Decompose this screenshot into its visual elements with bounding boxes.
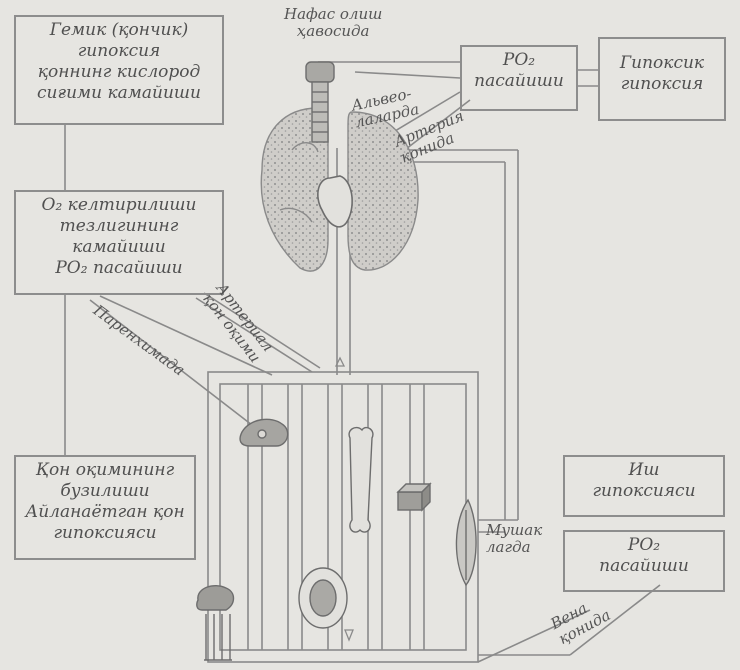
circ-line-4: гипоксияси [20, 523, 190, 544]
muscle-label-line-2: лагда [486, 539, 542, 556]
air-label-line-2: ҳавосида [284, 23, 382, 40]
circulatory-hypoxia-box: Қон оқимининг бузилиши Айланаётган қон г… [14, 455, 196, 560]
po2-top-line-2: пасайиши [466, 71, 572, 92]
po2-bottom-line-2: пасайиши [569, 556, 719, 577]
o2-line-2: тезлигининг [20, 216, 218, 237]
air-label-line-1: Нафас олиш [284, 6, 382, 23]
muscle-icon [456, 500, 476, 585]
circ-line-3: Айланаётган қон [20, 502, 190, 523]
hypoxic-hypoxia-box: Гипоксик гипоксия [598, 37, 726, 121]
o2-line-1: O₂ келтирилиши [20, 195, 218, 216]
hypoxic-line-1: Гипоксик [604, 53, 720, 74]
po2-bottom-line-1: PO₂ [569, 535, 719, 556]
o2-line-3: камайиши [20, 237, 218, 258]
cube-icon [398, 484, 430, 510]
intestine-icon [197, 586, 234, 660]
tissue-hypoxia-box: Иш гипоксияси [563, 455, 725, 517]
hemic-line-1: Гемик (қончик) [20, 20, 218, 41]
air-label: Нафас олиш ҳавосида [284, 6, 382, 40]
hemic-line-2: гипоксия [20, 41, 218, 62]
hemic-hypoxia-box: Гемик (қончик) гипоксия қоннинг кислород… [14, 15, 224, 125]
hemic-line-3: қоннинг кислород [20, 62, 218, 83]
o2-line-4: PO₂ пасайиши [20, 258, 218, 279]
po2-top-box: PO₂ пасайиши [460, 45, 578, 111]
muscle-label: Мушак лагда [486, 522, 542, 556]
po2-top-line-1: PO₂ [466, 50, 572, 71]
o2-delivery-box: O₂ келтирилиши тезлигининг камайиши PO₂ … [14, 190, 224, 295]
po2-bottom-box: PO₂ пасайиши [563, 530, 725, 592]
tissue-line-2: гипоксияси [569, 481, 719, 502]
tissue-line-1: Иш [569, 460, 719, 481]
circ-line-2: бузилиши [20, 481, 190, 502]
muscle-label-line-1: Мушак [486, 522, 542, 539]
hypoxic-line-2: гипоксия [604, 74, 720, 95]
circ-line-1: Қон оқимининг [20, 460, 190, 481]
kidney-icon [299, 568, 347, 628]
bone-icon [349, 428, 373, 533]
hemic-line-4: сиғими камайиши [20, 83, 218, 104]
